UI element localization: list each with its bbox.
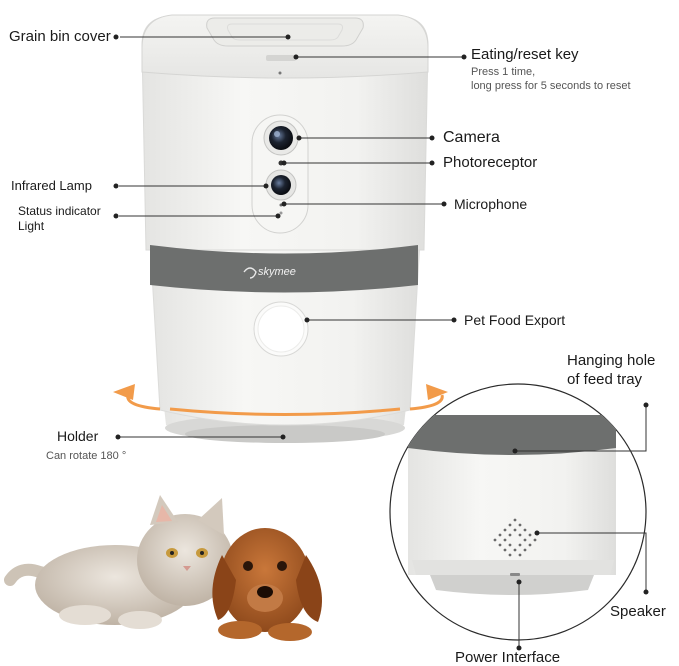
label-grain-bin-cover: Grain bin cover (9, 28, 111, 45)
label-pet-food-export: Pet Food Export (464, 312, 566, 328)
label-holder: Holder (57, 428, 99, 444)
brand-logo-text: skymee (258, 266, 296, 278)
note-eating-reset-2: long press for 5 seconds to reset (471, 80, 631, 92)
label-speaker: Speaker (610, 603, 666, 620)
infrared-lamp (265, 169, 297, 201)
eating-reset-key[interactable] (266, 55, 296, 61)
power-port (510, 573, 520, 576)
skymee-logo (243, 267, 257, 279)
pet-food-export[interactable] (253, 301, 309, 357)
label-status-indicator-2: Light (18, 219, 45, 233)
note-eating-reset-1: Press 1 time, (471, 66, 536, 78)
speaker-grille (493, 518, 537, 557)
label-microphone: Microphone (454, 196, 528, 212)
label-hanging-hole-1: Hanging hole (567, 352, 656, 369)
dog-illustration (212, 528, 322, 641)
cat-illustration (4, 495, 233, 629)
label-eating-reset-key: Eating/reset key (471, 46, 579, 63)
note-holder: Can rotate 180 ° (46, 450, 127, 462)
grain-bin-cover[interactable] (141, 14, 429, 79)
zoom-detail (389, 383, 647, 641)
label-status-indicator-1: Status indicator (18, 204, 101, 218)
label-camera: Camera (443, 129, 500, 146)
grey-band (150, 245, 418, 293)
label-hanging-hole-2: of feed tray (567, 371, 643, 388)
label-infrared-lamp: Infrared Lamp (11, 178, 92, 193)
status-indicator-light (279, 211, 283, 215)
camera-lens (263, 120, 299, 156)
label-power-interface: Power Interface (455, 649, 561, 666)
label-photoreceptor: Photoreceptor (443, 154, 538, 171)
